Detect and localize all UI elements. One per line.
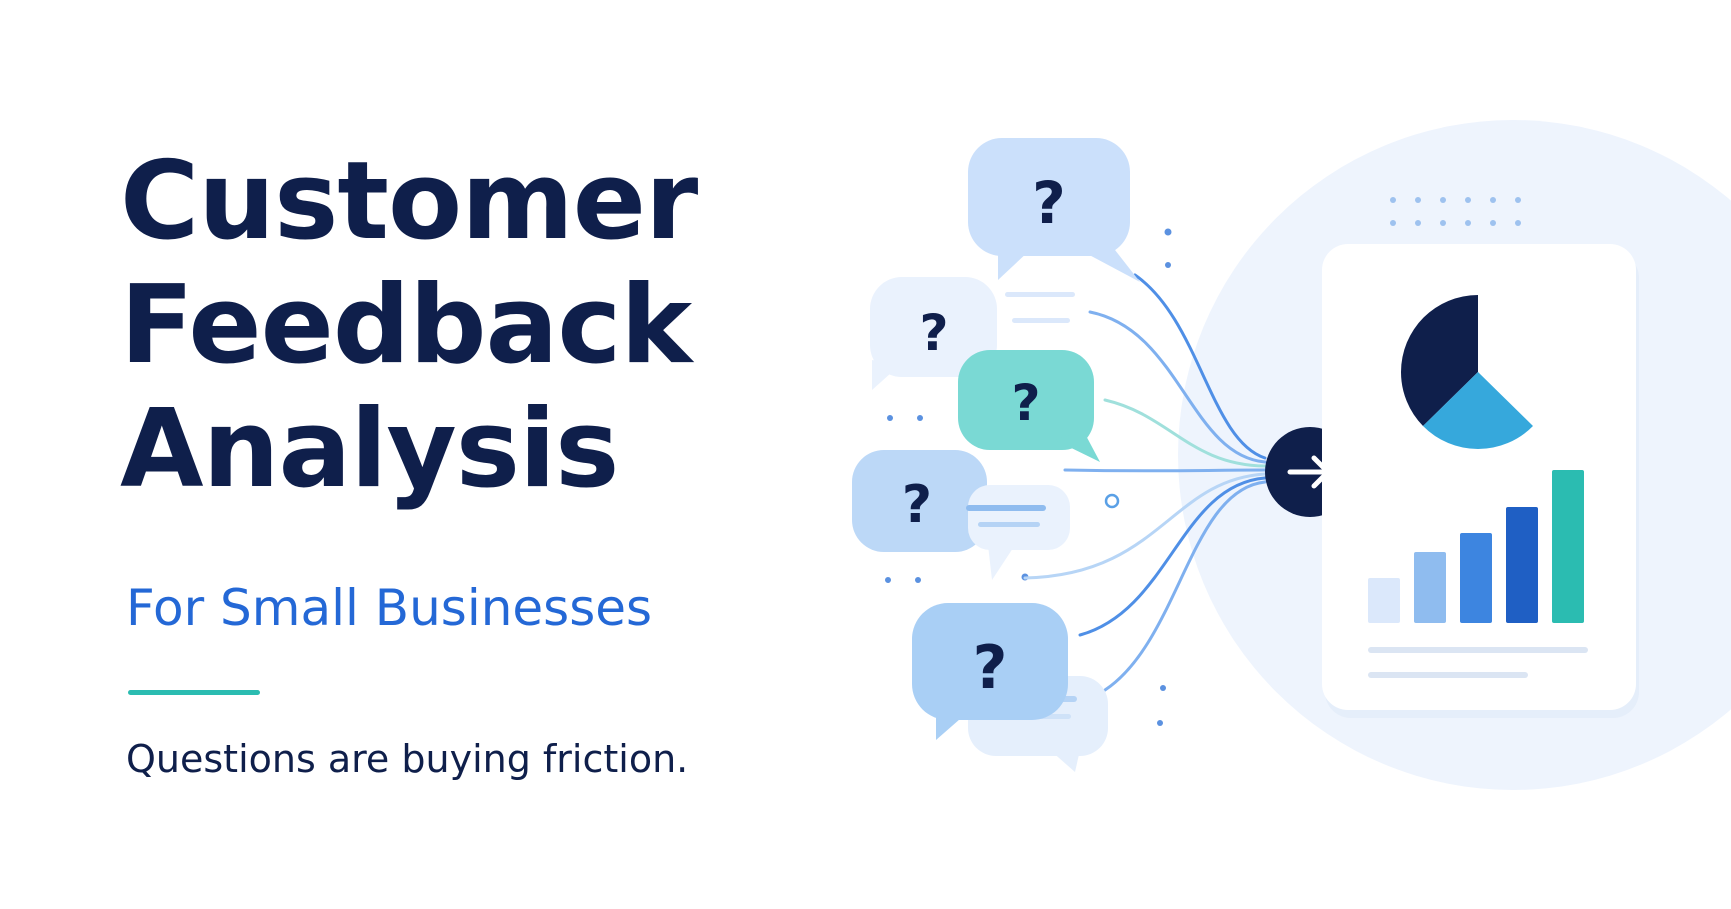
- question-bubble-icon: ?: [912, 603, 1068, 740]
- report-lines: [1368, 647, 1588, 678]
- bar-chart-icon: [1368, 470, 1584, 623]
- question-bubble-icon: ?: [870, 277, 997, 390]
- tagline: Questions are buying friction.: [126, 737, 689, 781]
- report-card: [1322, 244, 1639, 718]
- question-bubble-icon: ?: [852, 450, 987, 552]
- flow-lines: [1023, 273, 1267, 692]
- question-bubble-icon: ?: [968, 138, 1140, 282]
- headline-line-1: Customer: [120, 139, 698, 264]
- question-bubble-icon: [966, 485, 1070, 580]
- pie-chart-icon: [1401, 295, 1533, 450]
- subheadline: For Small Businesses: [126, 579, 653, 637]
- accent-divider: [128, 690, 260, 695]
- dot-grid: [1390, 197, 1521, 226]
- headline-line-3: Analysis: [120, 387, 619, 512]
- svg-text:?: ?: [902, 475, 932, 535]
- scattered-dots: [885, 228, 1172, 726]
- headline-line-2: Feedback: [120, 263, 692, 388]
- svg-text:?: ?: [973, 633, 1008, 703]
- svg-text:?: ?: [1032, 169, 1066, 237]
- svg-text:?: ?: [1011, 374, 1040, 432]
- feedback-lines: [1005, 292, 1075, 323]
- question-bubble-icon: ?: [958, 350, 1100, 462]
- svg-text:?: ?: [919, 304, 948, 362]
- headline: Customer Feedback Analysis: [120, 139, 698, 512]
